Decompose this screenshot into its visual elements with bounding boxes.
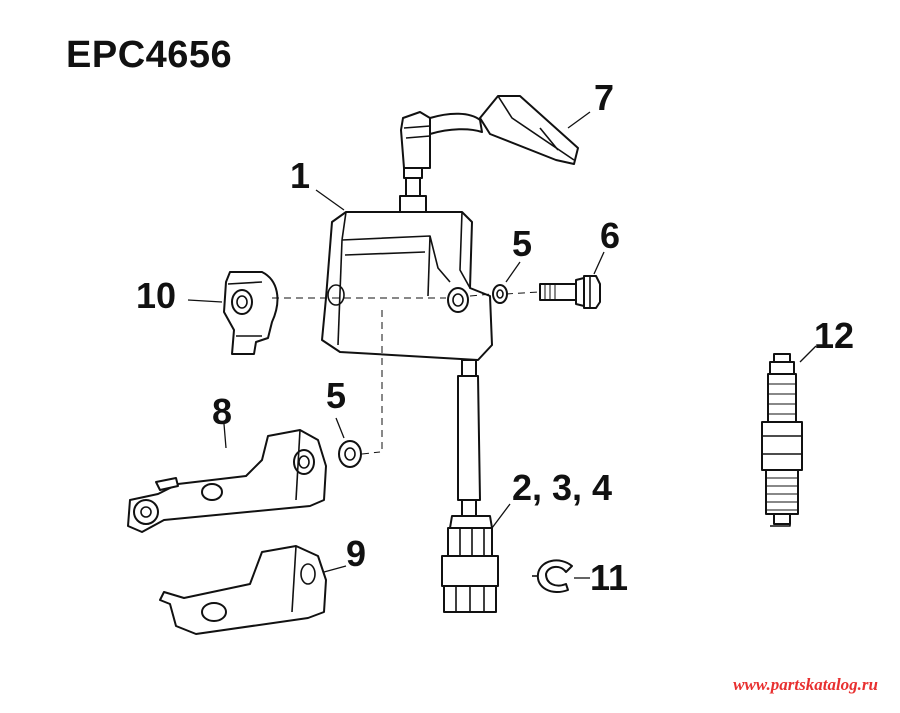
callout-9: 9 [346,533,367,574]
ignition-coil-part [321,195,493,361]
bolt-part [539,275,601,309]
callout-5-upper: 5 [512,223,533,264]
callout-7: 7 [594,77,615,118]
callout-10: 10 [136,275,177,316]
callout-8: 8 [212,391,233,432]
washer-lower-part [338,440,362,468]
callout-11: 11 [590,557,629,598]
clip-part [532,559,573,593]
wire-harness-part [441,359,499,613]
callout-12: 12 [814,315,855,356]
callout-6: 6 [600,215,621,256]
leader-lines [187,111,817,579]
assembly-lines [272,291,539,455]
washer-upper-part [492,284,508,304]
diagram-title: EPC4656 [66,34,233,76]
spark-plug-wire-part [400,95,579,197]
grommet-part [223,271,279,355]
callout-1: 1 [290,155,311,196]
watermark-link[interactable]: www.partskatalog.ru [733,675,878,694]
callout-5-lower: 5 [326,375,347,416]
callout-2-3-4: 2, 3, 4 [512,467,613,508]
bracket-upper-part [127,429,327,533]
bracket-lower-part [159,545,327,635]
spark-plug-part [761,353,803,527]
